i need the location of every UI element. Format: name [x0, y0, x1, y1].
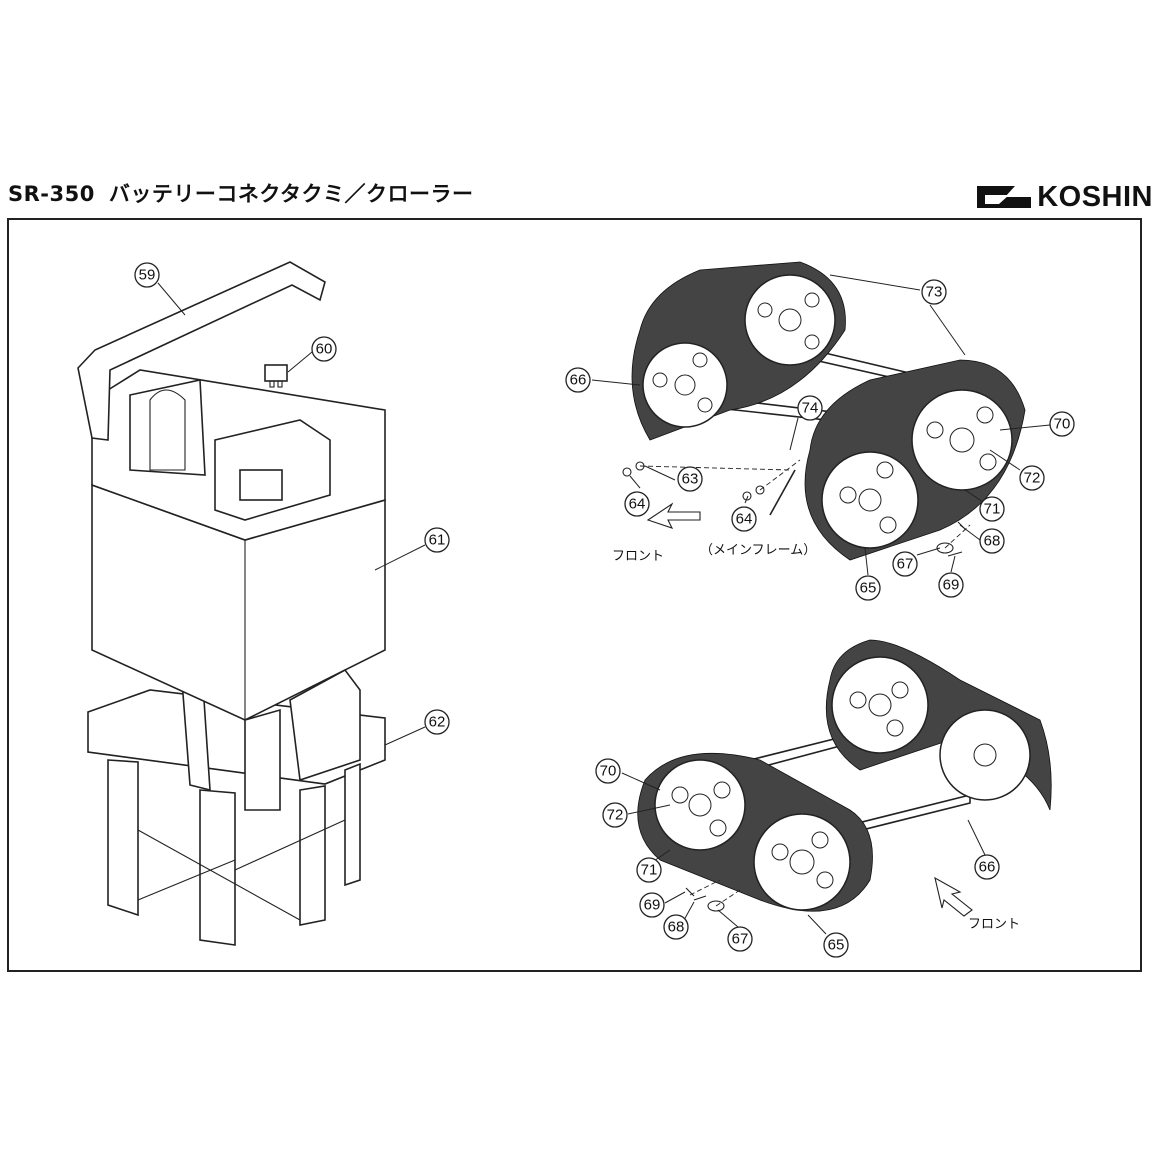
svg-text:72: 72 [607, 807, 624, 824]
callout-69-top: 69 [938, 572, 964, 598]
callout-71-top: 71 [979, 496, 1005, 522]
svg-text:64: 64 [736, 511, 753, 528]
svg-text:70: 70 [600, 763, 617, 780]
svg-text:71: 71 [984, 501, 1001, 518]
svg-text:70: 70 [1054, 416, 1071, 433]
callout-62: 62 [424, 709, 450, 735]
callout-71-bottom: 71 [636, 857, 662, 883]
front-label-top: フロント [612, 549, 664, 564]
callout-65-top: 65 [855, 575, 881, 601]
svg-text:69: 69 [943, 577, 960, 594]
callout-67-top: 67 [892, 551, 918, 577]
svg-text:68: 68 [668, 919, 685, 936]
svg-text:59: 59 [139, 267, 156, 284]
svg-text:65: 65 [860, 580, 877, 597]
track-rear-top [631, 261, 846, 441]
track-rear-bottom [825, 639, 1052, 811]
main-frame-label: （メインフレーム） [700, 543, 816, 558]
svg-text:65: 65 [828, 937, 845, 954]
callout-69-bottom: 69 [639, 892, 665, 918]
svg-text:67: 67 [897, 556, 914, 573]
svg-text:68: 68 [984, 533, 1001, 550]
svg-text:67: 67 [732, 931, 749, 948]
section-title: バッテリーコネクタクミ／クローラー [108, 182, 474, 206]
track-front-bottom [637, 752, 873, 912]
callout-67-bottom: 67 [727, 926, 753, 952]
track-front-top [804, 359, 1026, 561]
callout-63: 63 [677, 466, 703, 492]
callout-65-bottom: 65 [823, 932, 849, 958]
front-arrow-top-icon [646, 502, 701, 529]
callout-68-top: 68 [979, 528, 1005, 554]
callout-64-left: 64 [624, 491, 650, 517]
svg-text:74: 74 [802, 400, 819, 417]
callout-74: 74 [797, 395, 823, 421]
svg-text:62: 62 [429, 714, 446, 731]
callout-70-top: 70 [1049, 411, 1075, 437]
svg-text:73: 73 [926, 284, 943, 301]
front-arrow-bottom-icon [934, 876, 973, 917]
fuse-60 [264, 364, 288, 388]
battery-top-case [91, 369, 386, 541]
model-number: SR-350 [8, 182, 95, 206]
handle-59 [77, 261, 326, 441]
page-title: SR-350 バッテリーコネクタクミ／クローラー [8, 178, 474, 208]
svg-text:66: 66 [979, 859, 996, 876]
koshin-emblem-icon [977, 186, 1032, 208]
callout-61: 61 [424, 527, 450, 553]
callout-60: 60 [311, 336, 337, 362]
svg-text:63: 63 [682, 471, 699, 488]
callout-66-bottom: 66 [974, 854, 1000, 880]
svg-text:60: 60 [316, 341, 333, 358]
svg-text:72: 72 [1024, 470, 1041, 487]
callout-72-top: 72 [1019, 465, 1045, 491]
svg-text:61: 61 [429, 532, 446, 549]
svg-text:64: 64 [629, 496, 646, 513]
callout-73: 73 [921, 279, 947, 305]
callout-66-top: 66 [565, 367, 591, 393]
callout-59: 59 [134, 262, 160, 288]
callout-70-bottom: 70 [595, 758, 621, 784]
callout-72-bottom: 72 [602, 802, 628, 828]
callout-68-bottom: 68 [663, 914, 689, 940]
svg-text:66: 66 [570, 372, 587, 389]
battery-61 [91, 483, 386, 811]
battery-assembly [77, 261, 386, 946]
diagram-frame [7, 218, 1142, 972]
leader-lines [157, 274, 1051, 935]
svg-text:69: 69 [644, 897, 661, 914]
svg-text:71: 71 [641, 862, 658, 879]
brand-logo: KOSHIN [975, 180, 1153, 214]
crawler-assembly-bottom: フロント [637, 639, 1052, 932]
callout-64-right: 64 [731, 506, 757, 532]
front-label-bottom: フロント [968, 917, 1020, 932]
brand-name: KOSHIN [1037, 180, 1153, 213]
